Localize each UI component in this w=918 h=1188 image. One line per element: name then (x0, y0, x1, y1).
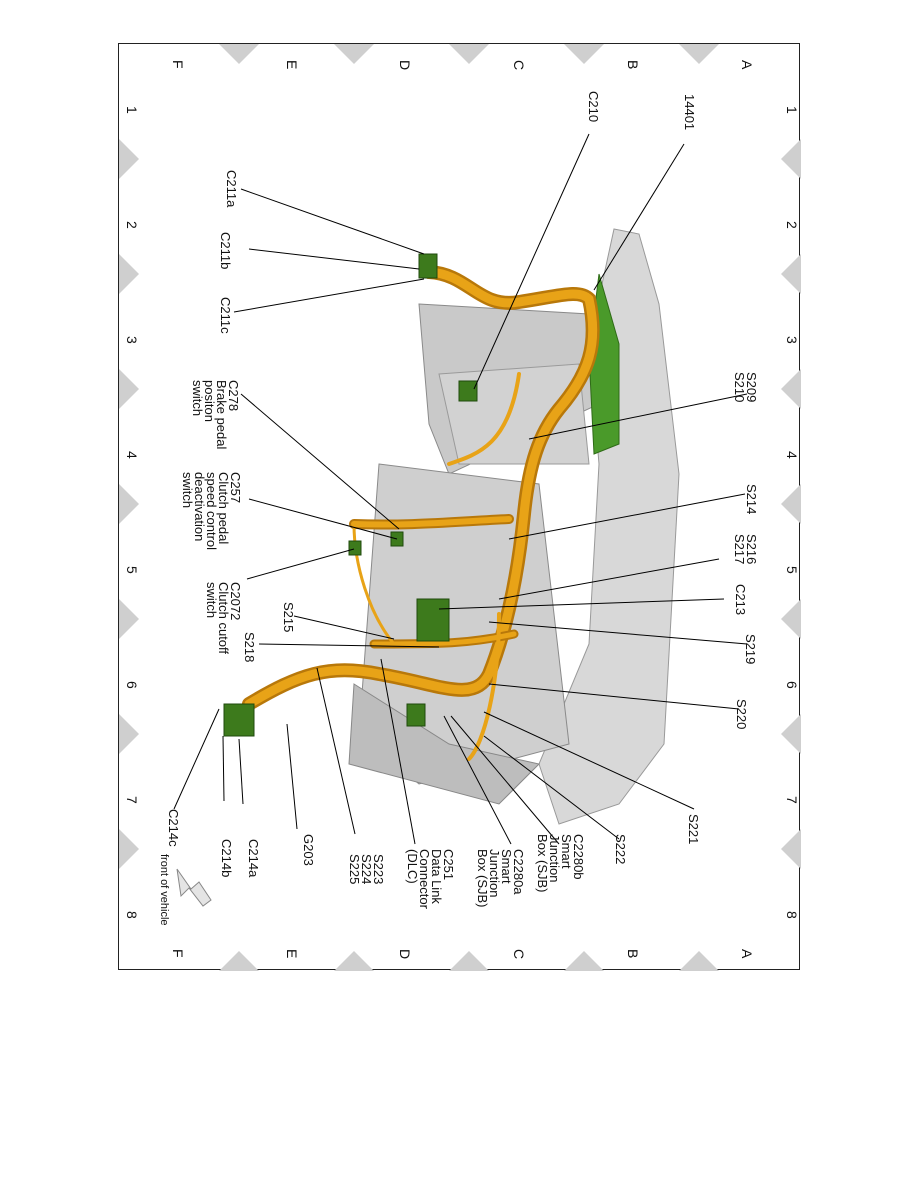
callout-c257-line4: deactivation (192, 472, 207, 541)
callout-s218: S218 (242, 632, 257, 662)
col-label-right-3: 3 (784, 336, 800, 344)
arrow-icon (176, 868, 212, 907)
callout-c2280a-line3: Junction (487, 849, 502, 897)
col-label-left-1: 1 (124, 106, 140, 114)
row-label-top-f: F (170, 60, 186, 69)
col-label-right-7: 7 (784, 796, 800, 804)
callout-c2280a-line4: Box (SJB) (475, 849, 490, 908)
connectors (223, 253, 478, 737)
col-label-right-1: 1 (784, 106, 800, 114)
row-label-bottom-f: F (170, 949, 186, 958)
callout-c211b: C211b (218, 232, 233, 269)
callout-s219: S219 (743, 634, 758, 664)
wiring-harness (242, 265, 600, 761)
callout-c251-line4: (DLC) (405, 849, 420, 884)
col-label-left-5: 5 (124, 566, 140, 574)
callout-g203: G203 (301, 834, 316, 866)
row-label-bottom-b: B (625, 949, 641, 958)
callout-s209: S209 (744, 372, 759, 402)
connector-c251 (406, 703, 426, 727)
row-label-top-c: C (511, 60, 527, 70)
callout-c2280b-line2: Smart (559, 834, 574, 869)
callout-c2280b-line3: Junction (547, 834, 562, 882)
col-label-left-7: 7 (124, 796, 140, 804)
col-label-right-5: 5 (784, 566, 800, 574)
callout-c278-line4: switch (190, 380, 205, 416)
callout-c211a: C211a (224, 170, 239, 208)
row-label-bottom-e: E (284, 949, 300, 958)
col-label-right-8: 8 (784, 911, 800, 919)
callout-c257-line3: speed control (204, 472, 219, 550)
row-label-bottom-d: D (397, 949, 413, 959)
callout-c2072-line3: switch (204, 582, 219, 618)
col-label-right-2: 2 (784, 221, 800, 229)
col-label-left-3: 3 (124, 336, 140, 344)
callout-c257-line2: Clutch pedal (216, 472, 231, 544)
front-of-vehicle-indicator: front of vehicle (158, 854, 212, 926)
wiring-diagram: A B C D E F A B C D E F 1 2 3 4 5 6 7 8 … (119, 44, 801, 971)
callout-s215: S215 (281, 602, 296, 632)
callout-s210: S210 (732, 372, 747, 402)
connector-c211 (418, 253, 438, 279)
connector-c214 (223, 703, 255, 737)
callout-s217: S217 (732, 534, 747, 564)
front-of-vehicle-label: front of vehicle (158, 854, 170, 926)
callout-s216: S216 (744, 534, 759, 564)
callout-14401: 14401 (682, 94, 697, 130)
connector-c2280 (416, 598, 450, 642)
callout-s214: S214 (744, 484, 759, 514)
col-label-left-4: 4 (124, 451, 140, 459)
callout-s221: S221 (686, 814, 701, 844)
callout-c251: C251 (441, 849, 456, 880)
callout-s225: S225 (347, 854, 362, 884)
callout-c2280a: C2280a (511, 849, 526, 895)
col-label-right-4: 4 (784, 451, 800, 459)
col-label-right-6: 6 (784, 681, 800, 689)
callout-c211c: C211c (218, 297, 233, 334)
callout-c210: C210 (586, 91, 601, 122)
col-label-left-6: 6 (124, 681, 140, 689)
border-tabs (119, 44, 801, 971)
col-label-left-2: 2 (124, 221, 140, 229)
callout-c278: C278 (226, 380, 241, 411)
grid-labels: A B C D E F A B C D E F 1 2 3 4 5 6 7 8 … (124, 60, 800, 959)
callout-labels: 14401 C210 C211a C211b C211c S209 S210 C… (166, 91, 759, 910)
connector-c210 (458, 380, 478, 402)
callout-c251-line3: Connector (417, 849, 432, 910)
callout-c2072: C2072 (228, 582, 243, 620)
callout-c214a: C214a (246, 839, 261, 878)
leader-lines (173, 133, 748, 845)
callout-c214c: C214c (166, 809, 181, 847)
row-label-top-b: B (625, 60, 641, 69)
callout-c278-line2: Brake pedal (214, 380, 229, 449)
diagram-frame: A B C D E F A B C D E F 1 2 3 4 5 6 7 8 … (118, 43, 801, 971)
callout-c278-line3: positon (202, 380, 217, 422)
row-label-top-a: A (739, 60, 755, 70)
row-label-bottom-c: C (511, 949, 527, 959)
row-label-top-d: D (397, 60, 413, 70)
callout-s222: S222 (613, 834, 628, 864)
connector-c2072 (348, 540, 362, 556)
callout-s224: S224 (359, 854, 374, 884)
callout-c213: C213 (733, 584, 748, 615)
callout-c2280a-line2: Smart (499, 849, 514, 884)
callout-c251-line2: Data Link (429, 849, 444, 904)
callout-c2280b: C2280b (571, 834, 586, 880)
col-label-left-8: 8 (124, 911, 140, 919)
callout-c2072-line2: Clutch cutoff (216, 582, 231, 654)
callout-s220: S220 (734, 699, 749, 729)
callout-s223: S223 (371, 854, 386, 884)
callout-c2280b-line4: Box (SJB) (535, 834, 550, 893)
callout-c214b: C214b (219, 839, 234, 877)
callout-c257-line5: switch (180, 472, 195, 508)
callout-c257: C257 (228, 472, 243, 503)
row-label-top-e: E (284, 60, 300, 69)
row-label-bottom-a: A (739, 949, 755, 959)
